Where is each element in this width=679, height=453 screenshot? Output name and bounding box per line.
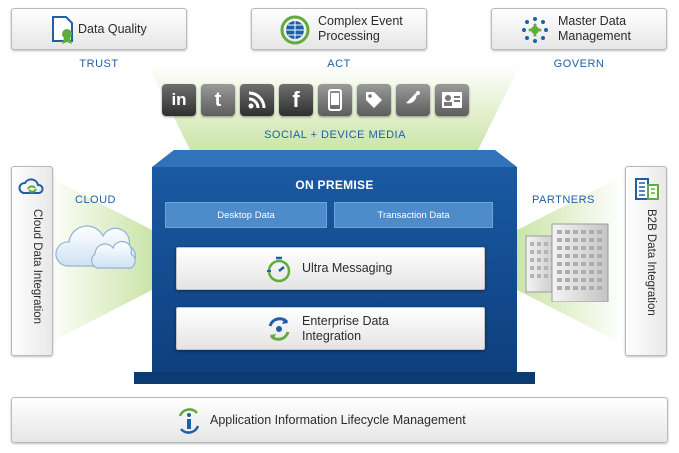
mobile-phone-icon[interactable] — [318, 84, 352, 116]
desktop-data-label: Desktop Data — [217, 209, 275, 221]
b2b-data-integration-label: B2B Data Integration — [645, 209, 657, 316]
ultra-messaging-label: Ultra Messaging — [302, 261, 393, 275]
transaction-data-box[interactable]: Transaction Data — [334, 202, 493, 228]
ultra-messaging-card[interactable]: Ultra Messaging — [176, 247, 485, 290]
contact-card-icon[interactable] — [435, 84, 469, 116]
desktop-data-box[interactable]: Desktop Data — [165, 202, 327, 228]
network-dots-icon — [522, 17, 548, 43]
mobile-phone-glyph — [328, 89, 342, 111]
enterprise-data-integration-line2: Integration — [302, 328, 362, 343]
stopwatch-icon — [267, 256, 291, 283]
office-buildings-icon — [525, 223, 609, 302]
cloud-sync-icon — [18, 178, 44, 194]
linkedin-icon[interactable]: in — [162, 84, 196, 116]
facebook-glyph: f — [292, 87, 300, 112]
act-label: ACT — [327, 58, 351, 70]
contact-card-glyph — [442, 92, 462, 108]
partners-label: PARTNERS — [532, 194, 595, 206]
complex-event-processing-card[interactable]: Complex Event Processing — [251, 8, 427, 50]
data-quality-icon — [52, 16, 73, 44]
rss-glyph — [248, 91, 266, 109]
application-information-lifecycle-management-card[interactable]: Application Information Lifecycle Manage… — [11, 397, 668, 443]
data-quality-label: Data Quality — [78, 21, 147, 36]
social-device-media-label: SOCIAL + DEVICE MEDIA — [264, 129, 406, 141]
on-premise-title: ON PREMISE — [295, 178, 374, 192]
on-premise-roof — [152, 150, 517, 167]
satellite-glyph — [406, 91, 420, 104]
facebook-icon[interactable]: f — [279, 84, 313, 116]
globe-icon — [280, 15, 310, 45]
transaction-data-label: Transaction Data — [377, 209, 450, 221]
on-premise-base — [134, 372, 535, 384]
tag-icon[interactable] — [357, 84, 391, 116]
application-information-lifecycle-management-label: Application Information Lifecycle Manage… — [210, 412, 466, 427]
satellite-icon[interactable] — [396, 84, 430, 116]
cloud-icon — [55, 225, 137, 269]
buildings-icon — [635, 178, 659, 200]
trust-label: TRUST — [79, 58, 119, 70]
sync-arrows-icon — [268, 317, 290, 341]
complex-event-processing-label: Complex Event Processing — [318, 14, 403, 43]
twitter-icon[interactable]: t — [201, 84, 235, 116]
data-quality-card[interactable]: Data Quality — [11, 8, 187, 50]
b2b-data-integration-card[interactable]: B2B Data Integration — [625, 166, 667, 356]
cloud-label: CLOUD — [75, 194, 117, 206]
tag-glyph — [366, 92, 382, 108]
master-data-management-label: Master Data Management — [558, 14, 631, 43]
rss-icon[interactable] — [240, 84, 274, 116]
twitter-glyph: t — [214, 88, 222, 111]
social-icons-row: in t f — [162, 84, 469, 116]
enterprise-data-integration-line1: Enterprise Data — [302, 313, 389, 328]
info-cycle-icon — [178, 408, 200, 434]
linkedin-glyph: in — [171, 90, 187, 109]
cloud-data-integration-label: Cloud Data Integration — [31, 209, 43, 325]
cloud-data-integration-card[interactable]: Cloud Data Integration — [11, 166, 53, 356]
enterprise-data-integration-card[interactable]: Enterprise Data Integration — [176, 307, 485, 350]
master-data-management-card[interactable]: Master Data Management — [491, 8, 667, 50]
govern-label: GOVERN — [553, 58, 605, 70]
